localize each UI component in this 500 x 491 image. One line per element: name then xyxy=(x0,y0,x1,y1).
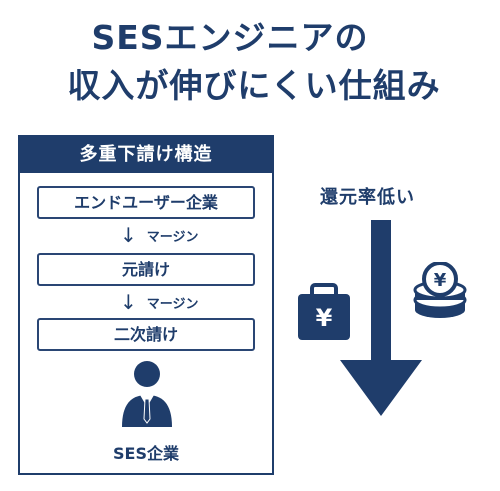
panel-header: 多重下請け構造 xyxy=(20,137,272,173)
title-line-1: SESエンジニアの xyxy=(91,18,369,57)
tier-end-user: エンドユーザー企業 xyxy=(37,186,255,219)
margin-step-2: ↓ マージン xyxy=(120,290,199,314)
coin-yen-symbol: ¥ xyxy=(434,270,447,291)
tier-secondary-contractor: 二次請け xyxy=(37,318,255,351)
down-small-arrow-icon: ↓ xyxy=(120,290,137,314)
margin-label: マージン xyxy=(146,296,199,312)
title-line-2: 収入が伸びにくい仕組み xyxy=(67,66,441,105)
margin-step-1: ↓ マージン xyxy=(120,223,199,247)
wallet-yen-symbol: ¥ xyxy=(316,304,333,332)
business-person-icon xyxy=(122,361,172,427)
yen-wallet-icon: ¥ xyxy=(298,283,350,340)
down-arrow-icon xyxy=(340,220,422,416)
yen-coins-icon: ¥ xyxy=(413,262,467,318)
ses-company-label: SES企業 xyxy=(113,444,179,463)
subcontract-structure-panel: 多重下請け構造 エンドユーザー企業 ↓ マージン 元請け ↓ マージン 二次請け… xyxy=(18,135,274,475)
return-rate-label: 還元率低い xyxy=(320,187,415,208)
down-small-arrow-icon: ↓ xyxy=(120,223,137,247)
tier-prime-contractor: 元請け xyxy=(37,253,255,286)
margin-label: マージン xyxy=(146,229,199,245)
